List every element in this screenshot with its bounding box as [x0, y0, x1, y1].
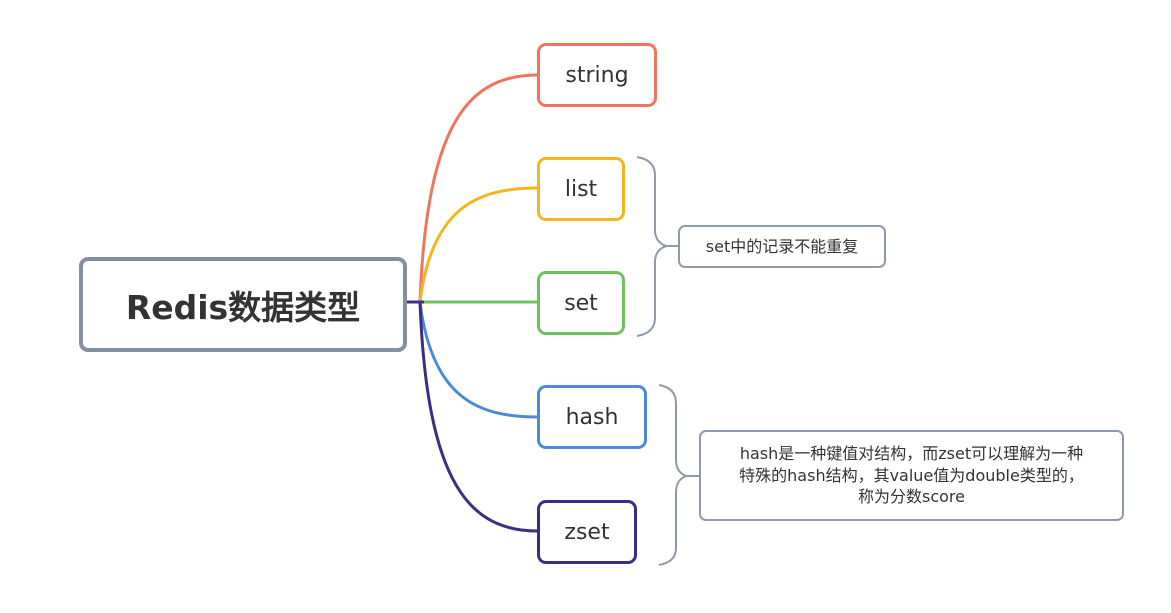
root-node[interactable]: Redis数据类型 — [79, 257, 407, 352]
node-hash[interactable]: hash — [537, 385, 647, 449]
node-list[interactable]: list — [537, 157, 625, 221]
node-string[interactable]: string — [537, 43, 657, 107]
connector-list — [418, 186, 539, 303]
bracket-hash-zset — [658, 384, 689, 566]
note-hash[interactable]: hash是一种键值对结构，而zset可以理解为一种 特殊的hash结构，其val… — [699, 430, 1124, 521]
node-set[interactable]: set — [537, 271, 625, 335]
node-string-label: string — [565, 62, 629, 88]
connector-hash — [418, 301, 539, 419]
node-zset[interactable]: zset — [537, 500, 637, 564]
node-zset-label: zset — [564, 519, 610, 545]
root-label: Redis数据类型 — [125, 287, 361, 327]
note-hash-line2: 特殊的hash结构，其value值为double类型的， — [739, 465, 1084, 485]
connector-zset — [418, 301, 539, 533]
connector-string — [418, 73, 539, 303]
node-set-label: set — [564, 290, 598, 316]
node-list-label: list — [564, 176, 598, 202]
note-set-text: set中的记录不能重复 — [705, 236, 859, 256]
note-set[interactable]: set中的记录不能重复 — [678, 225, 886, 268]
note-hash-line3: 称为分数score — [858, 487, 965, 507]
bracket-list-set — [636, 156, 669, 337]
node-hash-label: hash — [565, 404, 619, 430]
note-hash-line1: hash是一种键值对结构，而zset可以理解为一种 — [739, 444, 1084, 464]
